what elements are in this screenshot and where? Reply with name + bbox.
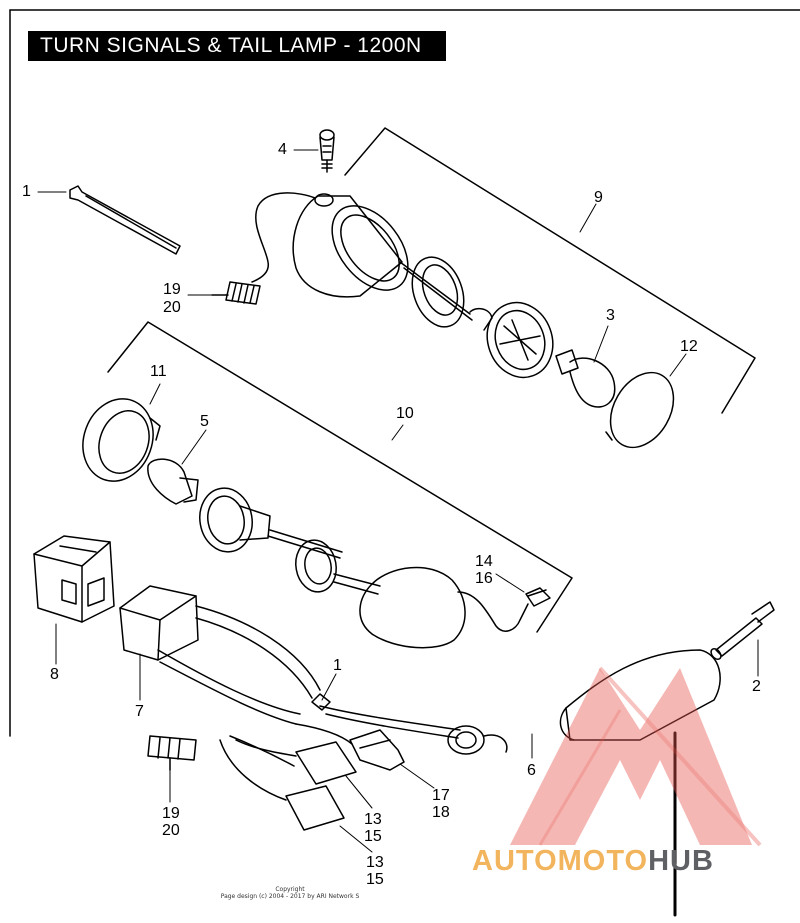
connector-part-13-15-upper [229, 735, 357, 785]
watermark-text-moto: MOTO [557, 845, 649, 877]
connector-part-17-18 [295, 705, 461, 771]
bracket-10 [107, 321, 573, 633]
copyright-note: Copyright Page design (c) 2004 - 2017 by… [200, 886, 380, 900]
callout-10: 10 [396, 405, 414, 422]
socket-assembly-top [399, 256, 554, 379]
callout-19-top: 19 [163, 281, 181, 298]
callout-2: 2 [752, 678, 761, 695]
callout-20-top: 20 [163, 299, 181, 316]
tail-lamp-housing-part-6 [559, 649, 721, 741]
callout-15-lower: 15 [366, 871, 384, 888]
ring-part-11 [82, 398, 161, 482]
connector-part-13-15-lower [219, 739, 345, 831]
callout-6: 6 [527, 762, 536, 779]
callout-3: 3 [606, 307, 615, 324]
callout-7: 7 [135, 703, 144, 720]
callout-1-top: 1 [22, 183, 31, 200]
callout-9: 9 [594, 189, 603, 206]
callout-13-upper: 13 [364, 811, 382, 828]
callout-18: 18 [432, 804, 450, 821]
grommet-part-6 [447, 725, 508, 755]
callout-1-bottom: 1 [333, 657, 342, 674]
cable-tie-part-1 [69, 185, 181, 255]
copyright-line-1: Copyright [275, 886, 305, 893]
diagram-title: TURN SIGNALS & TAIL LAMP - 1200N [28, 31, 446, 61]
connector-part-14-16 [525, 587, 551, 607]
copyright-line-2: Page design (c) 2004 - 2017 by ARI Netwo… [220, 893, 360, 900]
lens-part-12 [605, 371, 675, 449]
callout-17: 17 [432, 787, 450, 804]
connector-part-19-20-bottom [147, 735, 197, 771]
cover-part-8 [33, 535, 115, 623]
watermark-wordmark: AUTOMOTOHUB [472, 845, 714, 878]
callout-16: 16 [475, 570, 493, 587]
socket-assembly-part-10 [199, 487, 381, 595]
leader-lines [37, 149, 759, 853]
bolt-part-2 [710, 601, 775, 661]
front-turn-signal-housing [251, 192, 409, 298]
bulb-part-3 [555, 349, 616, 408]
callout-12: 12 [680, 338, 698, 355]
callout-14: 14 [475, 553, 493, 570]
callout-8: 8 [50, 666, 59, 683]
watermark-logo [510, 666, 762, 847]
callout-5: 5 [200, 413, 209, 430]
connector-part-19-20-top [211, 281, 261, 305]
callout-13-lower: 13 [366, 854, 384, 871]
callout-15-upper: 15 [364, 828, 382, 845]
module-part-7 [119, 585, 331, 725]
bracket-9 [344, 127, 756, 414]
callout-20-bottom: 20 [162, 822, 180, 839]
callout-4: 4 [278, 141, 287, 158]
screw-part-4 [319, 129, 335, 173]
watermark-text-auto: AUTO [472, 845, 558, 877]
callout-19-bottom: 19 [162, 805, 180, 822]
watermark-text-hub: HUB [648, 845, 714, 877]
rear-turn-signal-housing [359, 566, 529, 649]
bulb-part-5 [147, 458, 199, 505]
callout-11: 11 [150, 363, 167, 380]
